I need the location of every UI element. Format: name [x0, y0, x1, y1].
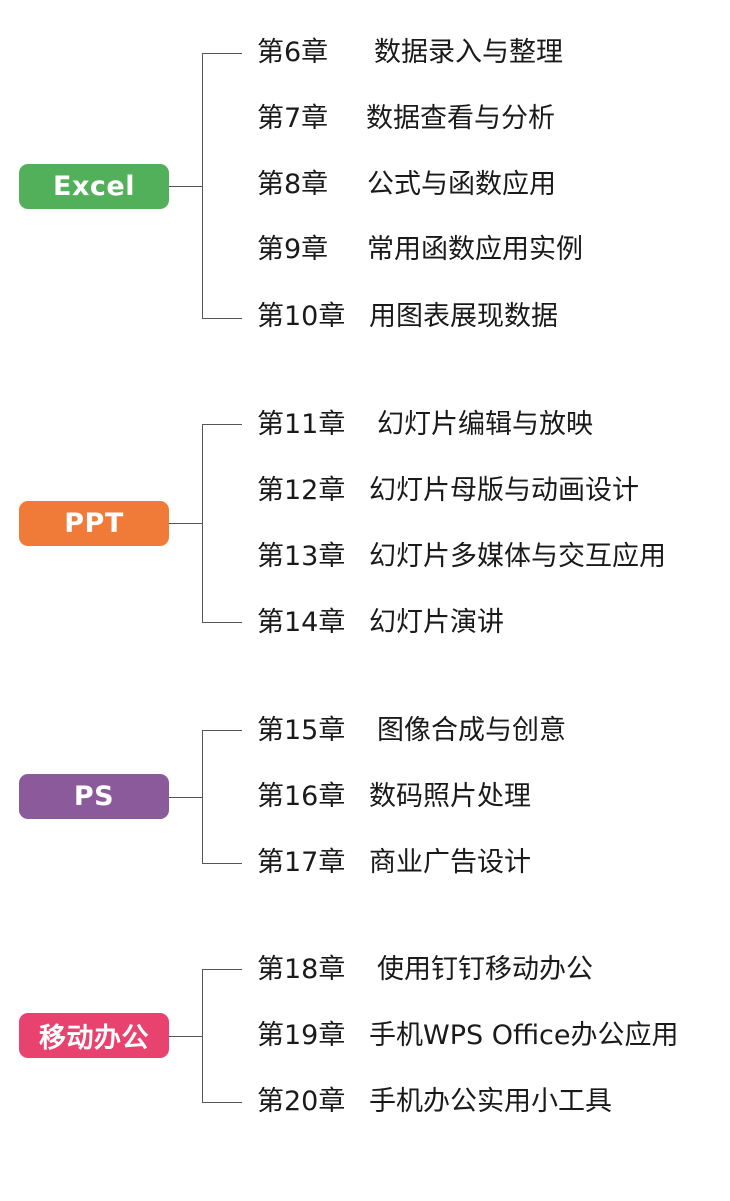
connector-line	[202, 622, 242, 623]
chapter-item: 第20章 手机办公实用小工具	[257, 1085, 612, 1119]
chapter-item: 第9章 常用函数应用实例	[257, 233, 583, 267]
chapter-item: 第18章 使用钉钉移动办公	[257, 953, 593, 987]
chapter-number: 第17章	[257, 847, 346, 878]
chapter-title: 幻灯片演讲	[369, 607, 504, 638]
connector-line	[202, 424, 203, 623]
connector-line	[202, 863, 242, 864]
chapter-title: 幻灯片母版与动画设计	[369, 475, 639, 506]
category-badge: Excel	[19, 164, 169, 209]
connector-line	[169, 1036, 203, 1037]
chapter-title: 图像合成与创意	[377, 715, 566, 746]
connector-line	[202, 53, 203, 319]
chapter-title: 数码照片处理	[369, 781, 531, 812]
chapter-title: 商业广告设计	[369, 847, 531, 878]
chapter-number: 第9章	[257, 234, 329, 265]
connector-line	[202, 53, 242, 54]
chapter-title: 常用函数应用实例	[367, 234, 583, 265]
chapter-number: 第20章	[257, 1086, 346, 1117]
chapter-number: 第6章	[257, 37, 329, 68]
chapter-number: 第7章	[257, 103, 329, 134]
chapter-title: 手机办公实用小工具	[369, 1086, 612, 1117]
chapter-number: 第10章	[257, 301, 346, 332]
chapter-title: 数据录入与整理	[374, 37, 563, 68]
connector-line	[169, 186, 203, 187]
chapter-number: 第12章	[257, 475, 346, 506]
connector-line	[202, 969, 203, 1103]
chapter-item: 第11章 幻灯片编辑与放映	[257, 408, 593, 442]
connector-line	[169, 797, 203, 798]
connector-line	[202, 730, 242, 731]
chapter-number: 第19章	[257, 1020, 346, 1051]
connector-line	[202, 424, 242, 425]
chapter-item: 第13章 幻灯片多媒体与交互应用	[257, 540, 666, 574]
chapter-title: 手机WPS Office办公应用	[369, 1020, 679, 1051]
chapter-number: 第18章	[257, 954, 346, 985]
chapter-item: 第15章 图像合成与创意	[257, 714, 566, 748]
connector-line	[202, 318, 242, 319]
chapter-item: 第10章 用图表展现数据	[257, 300, 558, 334]
chapter-item: 第19章 手机WPS Office办公应用	[257, 1019, 679, 1053]
chapter-title: 幻灯片多媒体与交互应用	[369, 541, 666, 572]
connector-line	[169, 523, 203, 524]
chapter-title: 使用钉钉移动办公	[377, 954, 593, 985]
connector-line	[202, 969, 242, 970]
category-badge: 移动办公	[19, 1013, 169, 1058]
connector-line	[202, 1102, 242, 1103]
chapter-number: 第16章	[257, 781, 346, 812]
chapter-item: 第6章 数据录入与整理	[257, 36, 563, 70]
chapter-number: 第13章	[257, 541, 346, 572]
chapter-item: 第14章 幻灯片演讲	[257, 606, 504, 640]
chapter-number: 第14章	[257, 607, 346, 638]
connector-line	[202, 730, 203, 864]
chapter-number: 第8章	[257, 169, 329, 200]
chapter-item: 第16章 数码照片处理	[257, 780, 531, 814]
chapter-item: 第12章 幻灯片母版与动画设计	[257, 474, 639, 508]
chapter-title: 用图表展现数据	[369, 301, 558, 332]
chapter-item: 第17章 商业广告设计	[257, 846, 531, 880]
category-badge: PS	[19, 774, 169, 819]
chapter-title: 数据查看与分析	[366, 103, 555, 134]
chapter-item: 第7章 数据查看与分析	[257, 102, 555, 136]
chapter-number: 第11章	[257, 409, 346, 440]
category-badge: PPT	[19, 501, 169, 546]
chapter-number: 第15章	[257, 715, 346, 746]
chapter-title: 公式与函数应用	[367, 169, 556, 200]
chapter-title: 幻灯片编辑与放映	[377, 409, 593, 440]
chapter-item: 第8章 公式与函数应用	[257, 168, 556, 202]
